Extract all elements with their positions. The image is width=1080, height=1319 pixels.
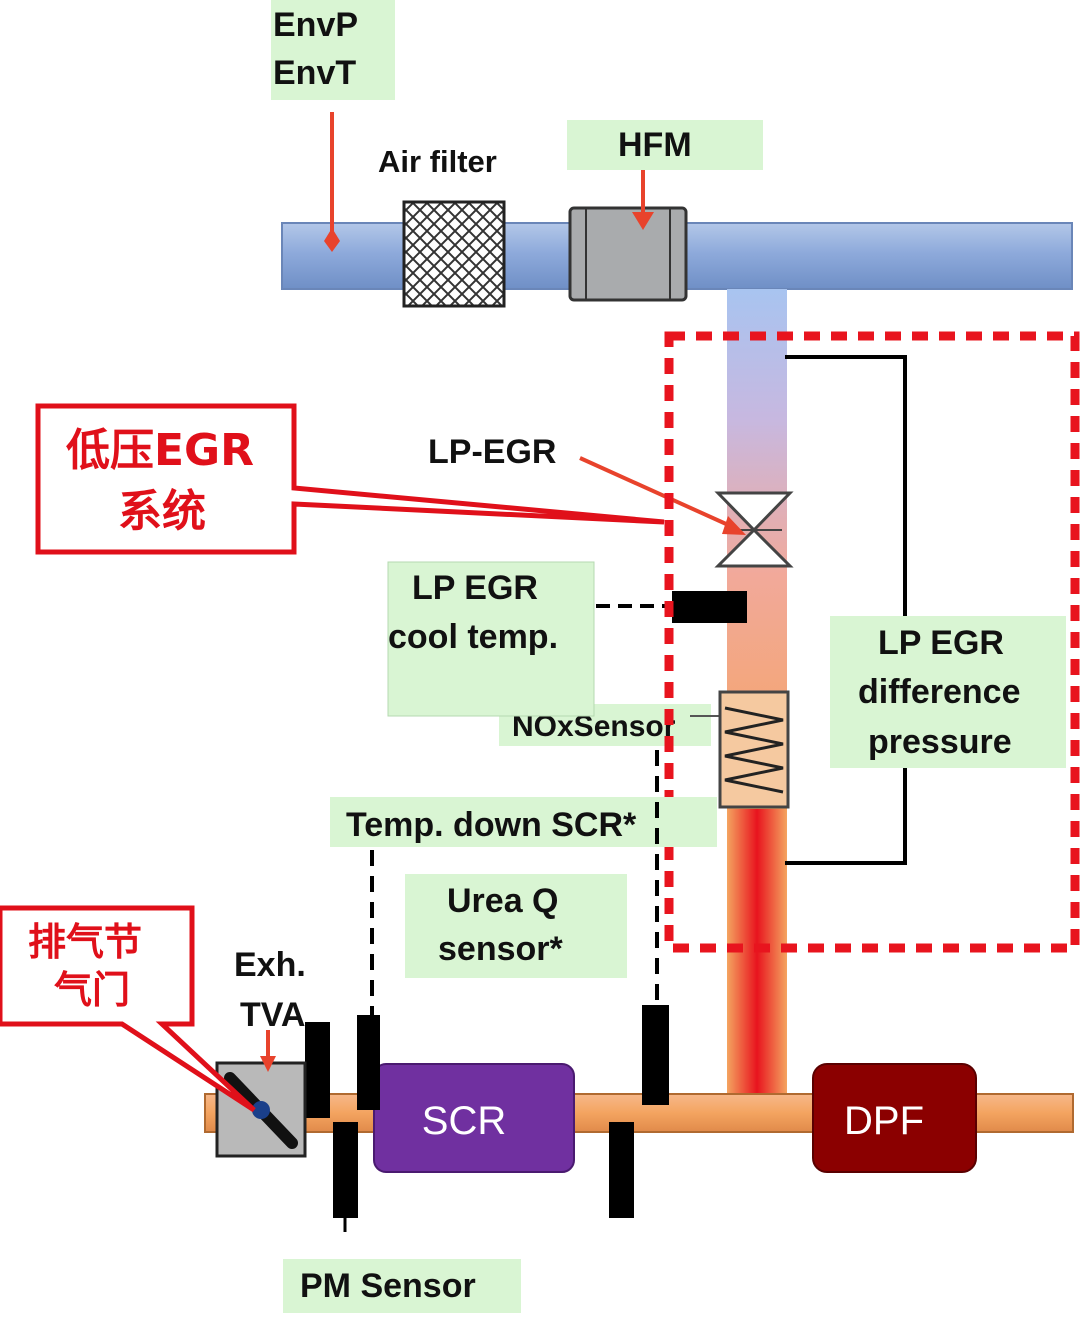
dpf-filter bbox=[812, 1063, 977, 1173]
env-label-line2: EnvT bbox=[273, 54, 356, 92]
cool-temp-label-line2: cool temp. bbox=[388, 618, 558, 656]
sensor-bar-urea-nox bbox=[642, 1005, 669, 1105]
scr-label: SCR bbox=[422, 1099, 506, 1143]
dpf-label: DPF bbox=[844, 1099, 924, 1143]
sensor-bar-pm bbox=[333, 1122, 358, 1218]
sensor-bar-post-scr bbox=[609, 1122, 634, 1218]
air-filter bbox=[402, 200, 506, 308]
urea-sensor-label-line2: sensor* bbox=[438, 930, 563, 968]
hfm-label: HFM bbox=[618, 126, 692, 164]
hfm-sensor bbox=[568, 206, 688, 302]
urea-sensor-label-box bbox=[405, 874, 627, 978]
diff-pressure-label-line2: difference bbox=[858, 673, 1021, 711]
lp-egr-valve-arrowhead bbox=[722, 516, 746, 535]
lp-egr-system-boundary bbox=[664, 331, 1080, 953]
lp-egr-valve-label: LP-EGR bbox=[428, 433, 556, 471]
cn-throttle-callout bbox=[0, 905, 256, 1113]
pm-sensor-label: PM Sensor bbox=[300, 1267, 476, 1305]
hfm-label-box bbox=[567, 120, 763, 170]
env-label-line1: EnvP bbox=[273, 6, 358, 44]
exh-tva-label-line1: Exh. bbox=[234, 946, 306, 984]
cool-temp-sensor bbox=[672, 591, 747, 623]
air-filter-label: Air filter bbox=[378, 144, 497, 179]
pm-sensor-label-box bbox=[283, 1259, 521, 1313]
exh-tva-label-line2: TVA bbox=[240, 996, 305, 1034]
lp-egr-cooler-coil bbox=[724, 706, 784, 794]
env-label-box bbox=[271, 0, 395, 100]
hfm-arrowhead bbox=[632, 212, 654, 230]
cn-lp-egr-callout bbox=[35, 403, 665, 555]
temp-down-scr-label: Temp. down SCR* bbox=[346, 806, 637, 844]
diff-pressure-label-line1: LP EGR bbox=[878, 624, 1004, 662]
sensor-bar-exh-1 bbox=[305, 1022, 330, 1118]
diff-pressure-bracket bbox=[785, 355, 907, 865]
cn-throttle-label-line2: 气门 bbox=[54, 968, 130, 1012]
cn-throttle-label-line1: 排气节 bbox=[28, 920, 142, 964]
exhaust-throttle-pivot bbox=[252, 1101, 270, 1119]
cn-lp-egr-label-line1: 低压EGR bbox=[66, 425, 254, 476]
sensor-bar-temp-scr bbox=[357, 1015, 380, 1110]
cn-lp-egr-label-line2: 系统 bbox=[118, 486, 206, 537]
exh-tva-arrowhead bbox=[260, 1056, 276, 1072]
cool-temp-label-box bbox=[387, 561, 595, 717]
scr-catalyst bbox=[373, 1063, 575, 1173]
diff-pressure-label-line3: pressure bbox=[868, 723, 1012, 761]
temp-down-scr-label-box bbox=[330, 797, 717, 847]
diff-pressure-label-box bbox=[830, 616, 1066, 768]
urea-sensor-label-line1: Urea Q bbox=[447, 882, 559, 920]
env-sensor-arrowhead bbox=[324, 228, 340, 252]
lp-egr-valve-arrow bbox=[579, 456, 736, 530]
cool-temp-label-line1: LP EGR bbox=[412, 569, 538, 607]
